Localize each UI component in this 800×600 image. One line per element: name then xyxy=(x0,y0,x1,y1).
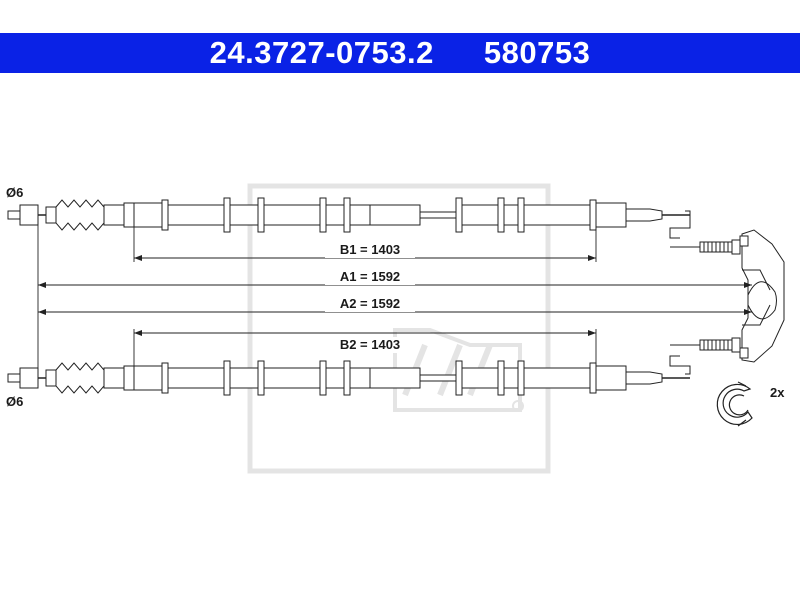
rubber-boot-bottom xyxy=(55,362,105,394)
cable-top xyxy=(7,197,691,239)
equalizer-bracket-icon xyxy=(670,229,785,363)
label-b1: B1 = 1403 xyxy=(340,242,400,257)
part-number: 24.3727-0753.2 xyxy=(209,35,434,70)
label-a2: A2 = 1592 xyxy=(340,296,400,311)
label-b2: B2 = 1403 xyxy=(340,337,400,352)
rubber-boot-top xyxy=(55,199,105,231)
cable-end-nipple-top xyxy=(7,210,21,220)
diameter-label-top: Ø6 xyxy=(6,185,23,200)
header-title: 24.3727-0753.2 580753 xyxy=(210,35,591,71)
reference-number: 580753 xyxy=(483,35,591,70)
label-a1: A1 = 1592 xyxy=(340,269,400,284)
retaining-clip-icon xyxy=(716,381,753,427)
clip-quantity-label: 2x xyxy=(770,385,785,400)
cable-end-nipple-bottom xyxy=(7,373,21,383)
diameter-label-bottom: Ø6 xyxy=(6,394,23,409)
header-bar: 24.3727-0753.2 580753 xyxy=(0,33,800,73)
cable-bottom xyxy=(7,355,691,396)
